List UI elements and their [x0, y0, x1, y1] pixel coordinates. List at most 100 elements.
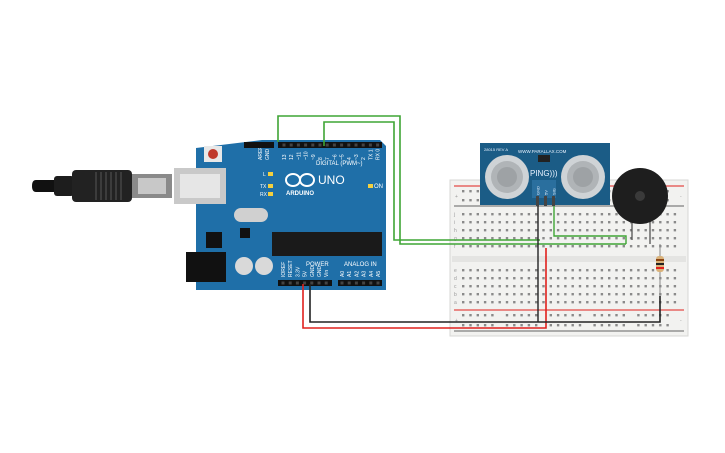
- analog-pin-hole[interactable]: [354, 281, 358, 285]
- usb-cable[interactable]: [32, 170, 172, 202]
- digital-pin-label: 12: [289, 154, 295, 160]
- power-jack: [186, 252, 226, 282]
- digital-pin-hole[interactable]: [282, 143, 286, 147]
- l-label: L: [263, 172, 266, 178]
- digital-pin-hole[interactable]: [289, 143, 293, 147]
- digital-label: DIGITAL (PWM~): [316, 161, 363, 167]
- breadboard-row-label: a: [454, 300, 457, 306]
- breadboard-row-label: c: [454, 284, 457, 290]
- sensor-rev: 28015 REV A: [484, 147, 508, 152]
- crystal: [234, 208, 268, 222]
- breadboard-row-label: f: [454, 244, 456, 250]
- power-label: POWER: [306, 262, 329, 268]
- digital-pin-hole[interactable]: [361, 143, 365, 147]
- digital-pin-label: 8: [318, 157, 324, 160]
- breadboard-row-label: d: [454, 276, 457, 282]
- minus-label-bottom: -: [680, 318, 682, 324]
- header-analog: [338, 280, 382, 286]
- wire-black-gnd[interactable]: [309, 206, 661, 323]
- rx-label: RX: [260, 192, 268, 198]
- digital-pin-label: ~6: [332, 154, 338, 160]
- plus-label-top: +: [455, 194, 458, 200]
- breadboard-row-label: b: [454, 292, 457, 298]
- analog-pin-hole[interactable]: [362, 281, 366, 285]
- power-pin-hole[interactable]: [281, 281, 285, 285]
- wire-green-sensor-sig[interactable]: [553, 206, 627, 244]
- power-pin-label: Vin: [324, 270, 330, 277]
- digital-pin-label: TX 1: [368, 149, 374, 160]
- digital-pin-label: 7: [325, 157, 331, 160]
- analog-pin-hole[interactable]: [369, 281, 373, 285]
- power-pin-label: IOREF: [281, 262, 287, 277]
- analog-pin-label: A1: [347, 271, 353, 277]
- digital-pin-hole[interactable]: [340, 143, 344, 147]
- sensor-pin-label: 5V: [544, 190, 549, 195]
- digital-pin-label: ~5: [340, 154, 346, 160]
- digital-pin-label: RX 0: [376, 149, 382, 160]
- digital-pin-hole[interactable]: [311, 143, 315, 147]
- brand-label: ARDUINO: [286, 191, 314, 197]
- header-digital: [278, 142, 382, 148]
- wire-red-5v[interactable]: [302, 248, 547, 329]
- breadboard-row-label: j: [453, 212, 455, 218]
- digital-pin-hole[interactable]: [304, 143, 308, 147]
- analog-pin-label: A2: [354, 271, 360, 277]
- model-label: UNO: [318, 173, 345, 187]
- power-pin-hole[interactable]: [303, 281, 307, 285]
- resistor[interactable]: [656, 244, 664, 296]
- digital-pin-hole[interactable]: [347, 143, 351, 147]
- digital-pin-label: 2: [361, 157, 367, 160]
- aref-label: AREF: [258, 147, 264, 160]
- analog-pin-label: A5: [376, 271, 382, 277]
- power-pin-hole[interactable]: [324, 281, 328, 285]
- microcontroller-chip: [272, 232, 382, 256]
- power-pin-label: 5V: [303, 270, 309, 277]
- analog-label: ANALOG IN: [344, 262, 377, 268]
- digital-pin-label: 4: [347, 157, 353, 160]
- digital-pin-label: ~9: [311, 154, 317, 160]
- piezo-buzzer[interactable]: [612, 168, 668, 244]
- analog-pin-label: A4: [369, 271, 375, 277]
- sensor-model: PING))): [530, 169, 558, 178]
- digital-pin-hole[interactable]: [332, 143, 336, 147]
- capacitor: [235, 257, 253, 275]
- arduino-uno-board[interactable]: ARDUINO UNO ON L TX RX DIGITAL (PWM~) PO…: [174, 140, 386, 290]
- analog-pin-hole[interactable]: [347, 281, 351, 285]
- power-pin-hole[interactable]: [295, 281, 299, 285]
- power-pin-label: GND: [310, 266, 316, 278]
- power-pin-label: RESET: [288, 260, 294, 277]
- breadboard-row-label: e: [454, 268, 457, 274]
- tx-label: TX: [260, 184, 267, 190]
- digital-pin-label: ~11: [296, 152, 302, 160]
- minus-label-top: -: [680, 194, 682, 200]
- wire-green-trig[interactable]: [323, 121, 540, 241]
- arduino-logo: [285, 173, 315, 187]
- digital-pin-hole[interactable]: [318, 143, 322, 147]
- analog-pin-label: A3: [362, 271, 368, 277]
- power-pin-hole[interactable]: [288, 281, 292, 285]
- on-label: ON: [374, 184, 383, 190]
- plus-label-bottom: +: [455, 318, 458, 324]
- digital-pin-hole[interactable]: [296, 143, 300, 147]
- digital-pin-label: ~10: [304, 151, 310, 160]
- power-pin-label: GND: [317, 266, 323, 278]
- analog-pin-hole[interactable]: [340, 281, 344, 285]
- ping-ultrasonic-sensor[interactable]: WWW.PARALLAX.COM PING))) 28015 REV A GND…: [480, 143, 610, 206]
- analog-pin-hole[interactable]: [376, 281, 380, 285]
- digital-pin-hole[interactable]: [325, 143, 329, 147]
- analog-pin-label: A0: [340, 271, 346, 277]
- digital-pin-hole[interactable]: [376, 143, 380, 147]
- breadboard-row-label: i: [454, 220, 455, 226]
- digital-pin-hole[interactable]: [368, 143, 372, 147]
- digital-pin-label: 13: [282, 154, 288, 160]
- wire-green-echo[interactable]: [277, 115, 626, 245]
- power-pin-label: 3.3V: [295, 266, 301, 277]
- sensor-pin-label: SIG: [552, 188, 557, 195]
- power-pin-hole[interactable]: [317, 281, 321, 285]
- breadboard-row-label: g: [454, 236, 457, 242]
- digital-pin-hole[interactable]: [354, 143, 358, 147]
- sensor-pin-label: GND: [536, 186, 541, 195]
- digital-pin-label: ~3: [354, 154, 360, 160]
- power-pin-hole[interactable]: [310, 281, 314, 285]
